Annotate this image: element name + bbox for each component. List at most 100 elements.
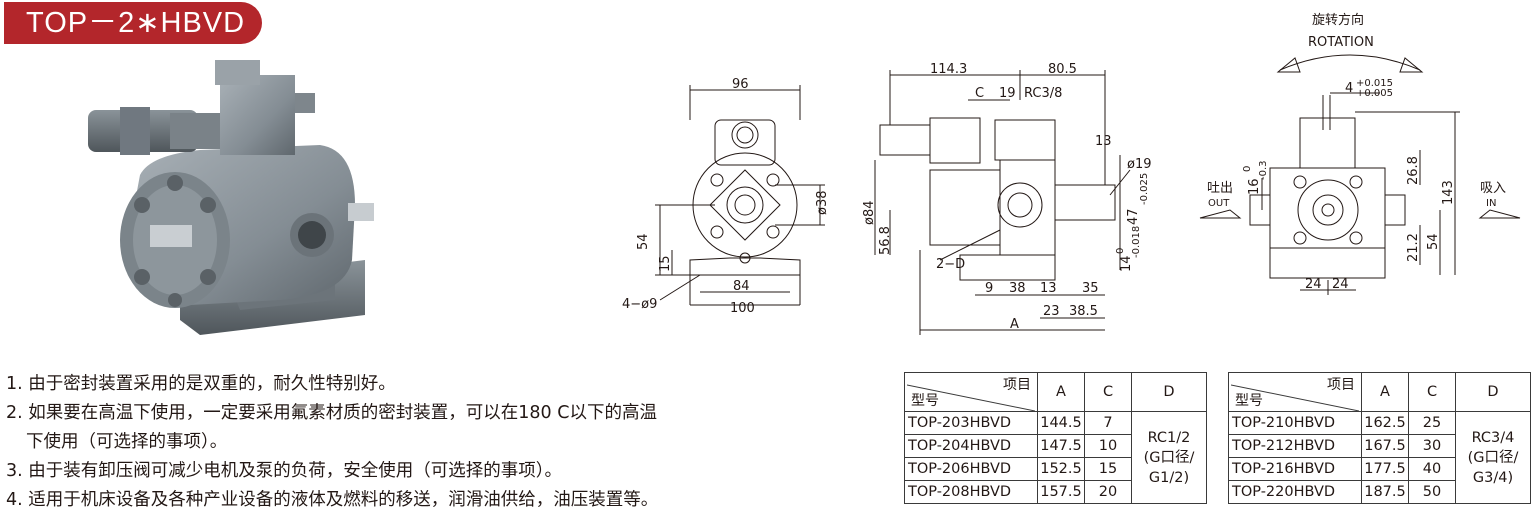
cell-d: RC3/4 (G口径/ G3/4): [1455, 411, 1531, 504]
cell-c: 20: [1084, 480, 1132, 504]
header-item: 项目: [1003, 377, 1031, 393]
in-en: IN: [1486, 198, 1496, 209]
dim-96: 96: [732, 77, 749, 92]
cell-model: TOP-220HBVD: [1228, 480, 1362, 504]
feature-notes: 1. 由于密封装置采用的是双重的，耐久性特别好。 2. 如果要在高温下使用，一定…: [6, 370, 886, 515]
out-cn: 吐出: [1207, 181, 1233, 196]
d-line-1: RC1/2: [1147, 429, 1191, 446]
in-cn: 吸入: [1480, 181, 1506, 196]
dim-38-5: 38.5: [1069, 304, 1098, 319]
cell-c: 15: [1084, 457, 1132, 481]
out-en: OUT: [1208, 198, 1230, 209]
note-4: 4. 适用于机床设备及各种产业设备的液体及燃料的移送，润滑油供给，油压装置等。: [6, 490, 659, 510]
dim-54-right: 54: [1426, 233, 1441, 250]
dim-2-d: 2−D: [936, 257, 965, 272]
dim-a: A: [1010, 317, 1019, 332]
dim-4-tol-upper: +0.015: [1356, 78, 1393, 89]
cell-d: RC1/2 (G口径/ G1/2): [1131, 411, 1207, 504]
table-header-diagonal: 项目 型号: [904, 372, 1038, 412]
dim-4-o9: 4−ø9: [622, 297, 657, 312]
table-row: TOP-216HBVD 177.5 40: [1228, 457, 1531, 481]
dim-54: 54: [636, 233, 651, 250]
note-2: 2. 如果要在高温下使用，一定要采用氟素材质的密封装置，可以在180 C以下的高…: [6, 403, 657, 423]
dim-100: 100: [730, 301, 755, 316]
dim-14: 14: [1119, 255, 1134, 272]
col-header-c: C: [1408, 372, 1456, 412]
cell-a: 157.5: [1037, 480, 1085, 504]
header-model: 型号: [1235, 393, 1263, 409]
header-item: 项目: [1327, 377, 1355, 393]
dim-24-right: 24: [1332, 277, 1349, 292]
dim-o19: ø19: [1127, 157, 1152, 172]
table-row: TOP-220HBVD 187.5 50: [1228, 480, 1531, 504]
cell-a: 162.5: [1361, 411, 1409, 435]
dim-143: 143: [1441, 180, 1456, 205]
dim-4: 4: [1345, 81, 1353, 96]
table-row: TOP-204HBVD 147.5 10: [904, 434, 1207, 458]
dim-14-tol-lower: -0.018: [1131, 226, 1142, 258]
dim-4-tol-lower: +0.005: [1356, 88, 1393, 99]
cell-c: 25: [1408, 411, 1456, 435]
spec-table-left: 项目 型号 A C D TOP-203HBVD 144.5 7 RC1/2 (G…: [904, 372, 1207, 504]
dim-16: 16: [1247, 178, 1262, 195]
dim-14-tol-upper: 0: [1115, 248, 1126, 254]
dim-13-top: 13: [1095, 134, 1112, 149]
page-title: TOP－2∗HBVD: [4, 2, 262, 44]
table-header-diagonal: 项目 型号: [1228, 372, 1362, 412]
dim-16-tol-lower: -0.3: [1258, 160, 1269, 180]
cell-a: 147.5: [1037, 434, 1085, 458]
right-view-drawing: [1199, 54, 1521, 295]
table-row: TOP-210HBVD 162.5 25 RC3/4 (G口径/ G3/4): [1228, 411, 1531, 504]
side-view-drawing: [874, 70, 1131, 335]
d-line-2: (G口径/: [1467, 449, 1519, 466]
rotation-en: ROTATION: [1308, 35, 1374, 50]
dim-56-8: 56.8: [878, 226, 893, 255]
table-row: TOP-208HBVD 157.5 20: [904, 480, 1207, 504]
cell-model: TOP-212HBVD: [1228, 434, 1362, 458]
cell-a: 144.5: [1037, 411, 1085, 435]
col-header-d: D: [1455, 372, 1531, 412]
rotation-cn: 旋转方向: [1312, 12, 1364, 28]
spec-table-right: 项目 型号 A C D TOP-210HBVD 162.5 25 RC3/4 (…: [1228, 372, 1531, 504]
cell-c: 40: [1408, 457, 1456, 481]
cell-a: 152.5: [1037, 457, 1085, 481]
dim-13: 13: [1040, 281, 1057, 296]
cell-model: TOP-208HBVD: [904, 480, 1038, 504]
cell-c: 30: [1408, 434, 1456, 458]
table-row: TOP-212HBVD 167.5 30: [1228, 434, 1531, 458]
dim-26-8: 26.8: [1406, 156, 1421, 185]
dim-15: 15: [658, 255, 673, 272]
col-header-d: D: [1131, 372, 1207, 412]
dim-19: 19: [999, 86, 1016, 101]
cell-c: 10: [1084, 434, 1132, 458]
dim-47: 47: [1126, 208, 1141, 225]
col-header-c: C: [1084, 372, 1132, 412]
dimension-drawings: 96 ø38 54 15 84 100 4−ø9 114.3 80.5 C 19…: [622, 12, 1521, 335]
dim-38: 38: [1009, 281, 1026, 296]
dim-c: C: [975, 86, 984, 101]
d-line-3: G1/2): [1148, 469, 1190, 486]
dim-21-2: 21.2: [1406, 233, 1421, 262]
col-header-a: A: [1361, 372, 1409, 412]
cell-c: 50: [1408, 480, 1456, 504]
d-line-3: G3/4): [1472, 469, 1514, 486]
cell-model: TOP-203HBVD: [904, 411, 1038, 435]
dim-16-tol-upper: 0: [1242, 166, 1253, 172]
dim-o84: ø84: [862, 201, 877, 226]
dim-23: 23: [1043, 304, 1060, 319]
dim-80-5: 80.5: [1048, 62, 1077, 77]
dim-35: 35: [1082, 281, 1099, 296]
header-model: 型号: [911, 393, 939, 409]
dim-24-left: 24: [1305, 277, 1322, 292]
note-2-cont: 下使用（可选择的事项）。: [26, 432, 228, 452]
cell-a: 187.5: [1361, 480, 1409, 504]
dim-o38: ø38: [815, 191, 830, 216]
front-view-drawing: [655, 85, 825, 306]
cell-c: 7: [1084, 411, 1132, 435]
d-line-2: (G口径/: [1143, 449, 1195, 466]
dim-114-3: 114.3: [930, 62, 967, 77]
cell-a: 167.5: [1361, 434, 1409, 458]
cell-model: TOP-204HBVD: [904, 434, 1038, 458]
d-line-1: RC3/4: [1471, 429, 1515, 446]
col-header-a: A: [1037, 372, 1085, 412]
